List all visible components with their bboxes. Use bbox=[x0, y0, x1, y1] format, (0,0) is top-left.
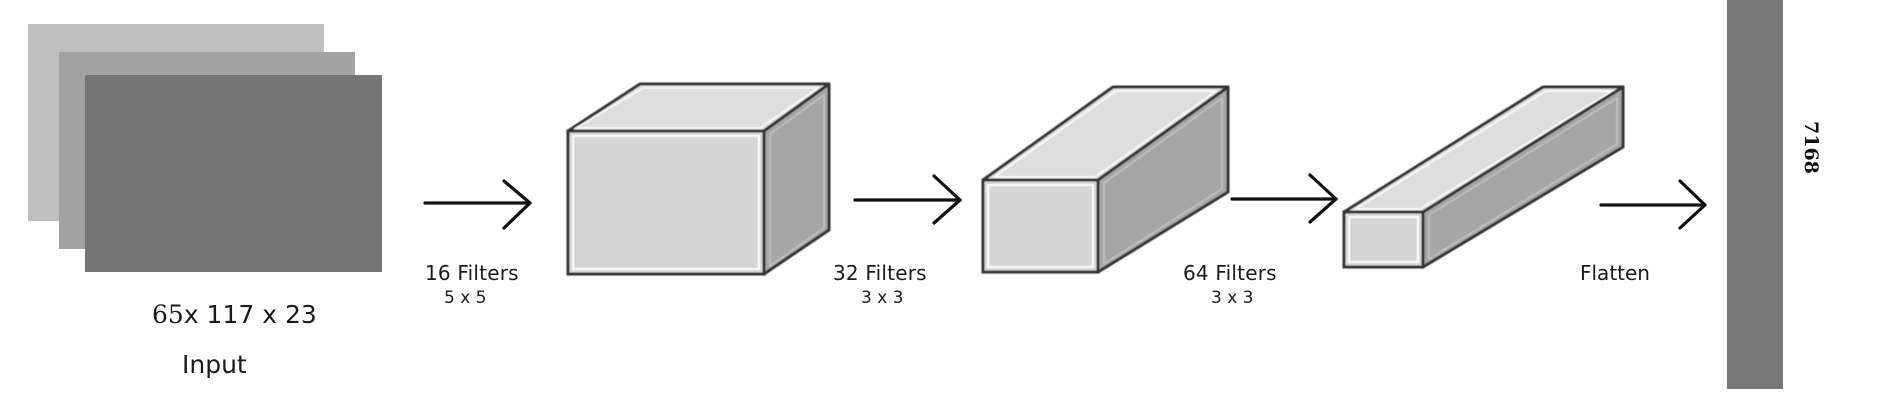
right-arrow-icon bbox=[1599, 179, 1707, 230]
flatten-vector-size: 7168 bbox=[1800, 121, 1822, 174]
input-dims-first: 65 bbox=[152, 300, 184, 329]
right-arrow-icon bbox=[1230, 173, 1338, 224]
layer2-kernel-label: 3 x 3 bbox=[861, 288, 904, 308]
input-dimensions-label: 65x 117 x 23 bbox=[152, 302, 317, 327]
right-arrow-icon bbox=[853, 174, 962, 225]
layer1-filters-label: 16 Filters bbox=[425, 261, 519, 285]
right-arrow-icon bbox=[423, 179, 532, 230]
feature-map-box-32 bbox=[981, 85, 1230, 274]
layer1-kernel-label: 5 x 5 bbox=[444, 288, 487, 308]
layer2-filters-label: 32 Filters bbox=[833, 261, 927, 285]
layer3-filters-label: 64 Filters bbox=[1183, 261, 1277, 285]
input-label: Input bbox=[182, 350, 247, 379]
feature-map-box-64 bbox=[1342, 85, 1625, 269]
input-dims-rest: x 117 x 23 bbox=[183, 300, 317, 329]
input-plane-front bbox=[85, 75, 382, 272]
layer3-kernel-label: 3 x 3 bbox=[1211, 288, 1254, 308]
flatten-label: Flatten bbox=[1580, 261, 1650, 285]
feature-map-box-16 bbox=[566, 82, 831, 276]
input-stack bbox=[28, 24, 382, 272]
flatten-vector-bar bbox=[1727, 0, 1783, 389]
